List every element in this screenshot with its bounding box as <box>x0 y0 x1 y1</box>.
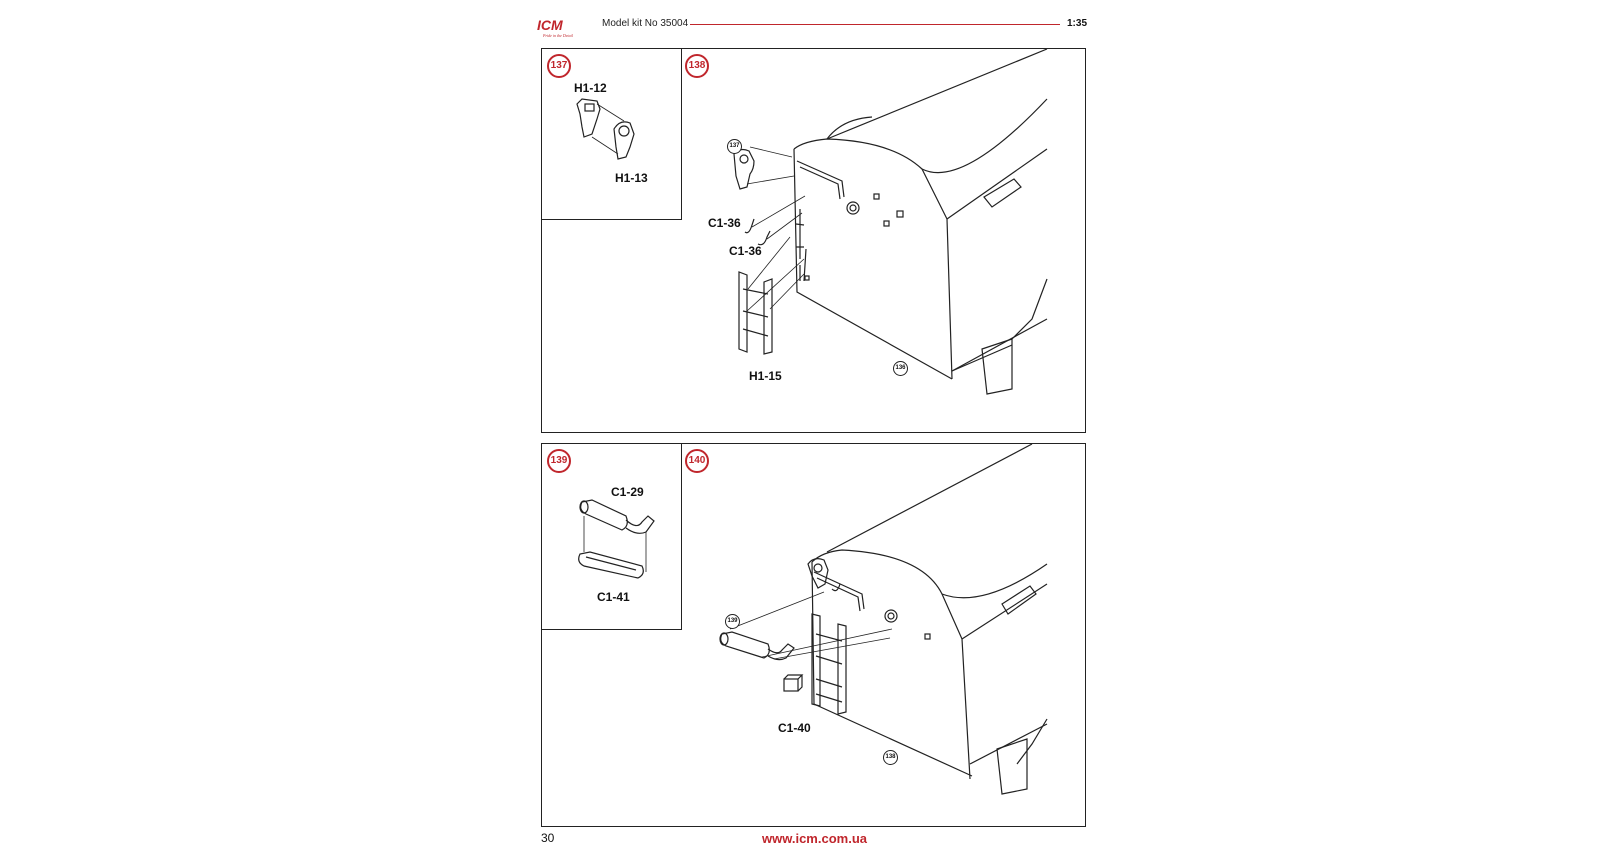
part-label-c1-36-b: C1-36 <box>729 244 762 258</box>
part-label-h1-13: H1-13 <box>615 171 648 185</box>
ref-circle-138: 138 <box>883 750 898 765</box>
logo-tagline: Pride in the Detail <box>542 33 574 38</box>
part-label-c1-40: C1-40 <box>778 721 811 735</box>
part-label-h1-15: H1-15 <box>749 369 782 383</box>
part-label-h1-12: H1-12 <box>574 81 607 95</box>
page-number: 30 <box>541 831 555 845</box>
parts-drawing-139 <box>578 499 655 579</box>
part-label-c1-36-a: C1-36 <box>708 216 741 230</box>
truck-body-drawing-140 <box>719 444 1048 795</box>
header-rule <box>690 24 1060 25</box>
kit-number: Model kit No 35004 <box>602 18 689 29</box>
ref-circle-139: 139 <box>725 614 740 629</box>
logo-text: ICM <box>537 18 563 33</box>
subpanel-step-139: 139 C1-29 C1-41 <box>542 444 682 630</box>
subpanel-step-137: 137 H1-12 H1-13 <box>542 49 682 220</box>
scale-label: 1:35 <box>1067 18 1088 29</box>
part-label-c1-29: C1-29 <box>611 485 644 499</box>
icm-logo: ICM Pride in the Detail <box>537 17 597 43</box>
panel-steps-139-140: 139 C1-29 C1-41 140 139 C1-40 138 <box>541 443 1086 827</box>
step-number-139: 139 <box>547 449 571 473</box>
step-number-137: 137 <box>547 54 571 78</box>
ref-circle-137: 137 <box>727 139 742 154</box>
parts-drawing-137 <box>576 98 635 160</box>
part-label-c1-41: C1-41 <box>597 590 630 604</box>
truck-body-drawing-138 <box>733 49 1048 395</box>
step-number-138: 138 <box>685 54 709 78</box>
website-link[interactable]: www.icm.com.ua <box>762 831 867 846</box>
step-number-140: 140 <box>685 449 709 473</box>
ref-circle-136: 136 <box>893 361 908 376</box>
panel-steps-137-138: 137 H1-12 H1-13 138 137 C1-36 C1-36 H1-1… <box>541 48 1086 433</box>
